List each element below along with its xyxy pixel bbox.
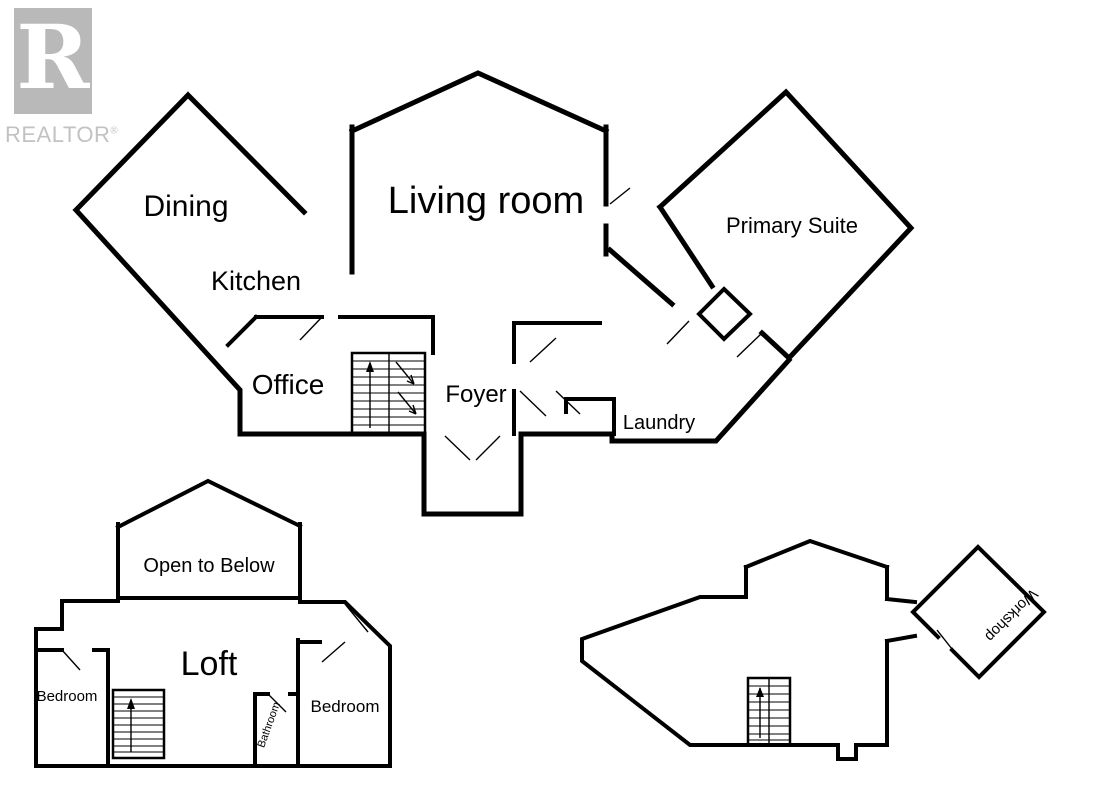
main-stairs-up-arrowhead <box>366 361 374 372</box>
lower-floor-plan: Workshop <box>580 538 1047 761</box>
basement-staircase <box>746 676 792 747</box>
room-label-bedroom-left: Bedroom <box>37 688 98 705</box>
upper-floor-door-swings <box>61 603 369 713</box>
room-label-office: Office <box>252 369 325 400</box>
main-staircase-outline <box>350 351 427 436</box>
room-label-living-room: Living room <box>388 180 584 222</box>
upper-floor-interior-walls <box>34 638 322 768</box>
realtor-r-letter: R <box>16 5 90 109</box>
room-label-workshop: Workshop <box>981 585 1041 645</box>
loft-staircase-treads <box>113 696 164 753</box>
basement-stairs-arrowhead <box>756 687 764 697</box>
upper-floor-plan: Open to Below Loft Bedroom Bedroom Bathr… <box>34 478 392 768</box>
registered-trademark-symbol: ® <box>110 125 119 137</box>
room-label-open-to-below: Open to Below <box>143 555 275 577</box>
room-label-bedroom-right: Bedroom <box>311 697 380 716</box>
main-floor-exterior-walls <box>72 70 915 517</box>
room-label-dining: Dining <box>143 190 228 223</box>
realtor-brand-text: REALTOR <box>5 122 111 147</box>
workshop-door-swing <box>936 629 953 650</box>
main-floor-door-swings <box>299 187 763 461</box>
room-label-laundry: Laundry <box>623 412 695 434</box>
basement-staircase-outline <box>746 676 792 747</box>
main-staircase <box>350 351 427 436</box>
room-label-kitchen: Kitchen <box>211 266 301 296</box>
main-floor-interior-walls <box>225 314 616 436</box>
room-label-foyer: Foyer <box>445 381 506 408</box>
primary-suite-closet <box>696 286 753 342</box>
loft-staircase <box>111 688 166 760</box>
main-floor-plan: Dining Living room Kitchen Primary Suite… <box>72 70 915 517</box>
room-label-bathroom: Bathroom <box>255 701 283 750</box>
room-label-primary-suite: Primary Suite <box>726 213 858 238</box>
loft-stairs-up-arrowhead <box>127 698 135 709</box>
upper-floor-exterior-walls <box>34 478 392 768</box>
realtor-r-block: R <box>14 8 92 114</box>
realtor-wordmark: REALTOR® <box>5 122 118 148</box>
main-stairs-diagonal-arrows <box>395 361 417 415</box>
workshop-walls <box>910 544 1047 680</box>
loft-staircase-outline <box>111 688 166 760</box>
room-label-loft: Loft <box>181 645 238 683</box>
